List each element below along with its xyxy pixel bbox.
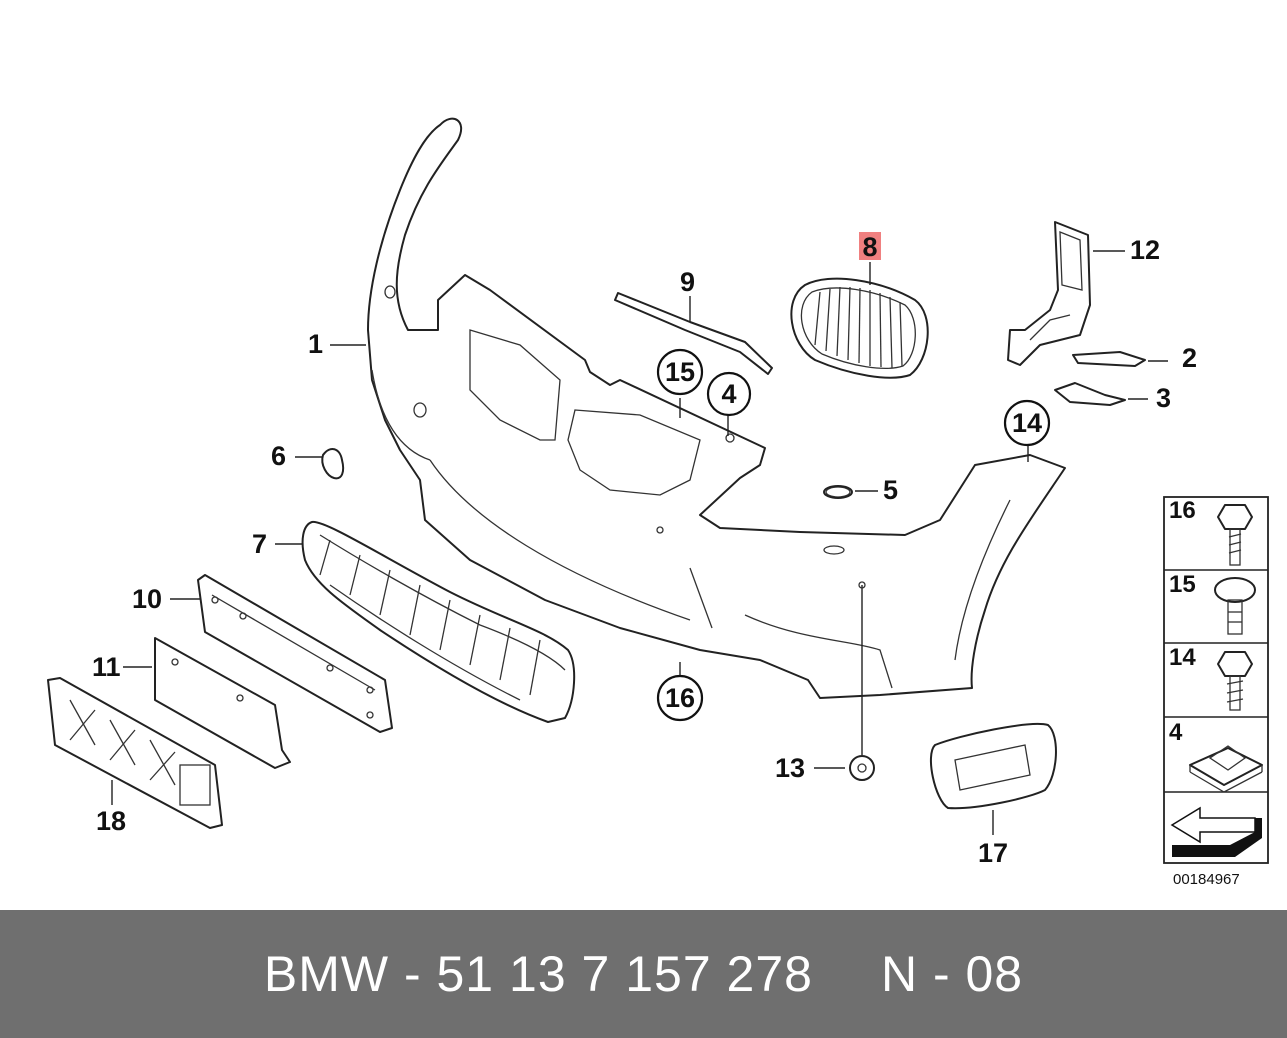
- variant-text: N - 08: [880, 946, 1024, 1002]
- callout-16: 16: [665, 683, 695, 713]
- callout-14: 14: [1012, 408, 1042, 438]
- callout-4: 4: [721, 379, 736, 409]
- license-plate-base-part: [197, 574, 393, 733]
- bracket-part-2: [1072, 351, 1146, 367]
- leader-lines: [111, 250, 1168, 835]
- callout-3: 3: [1156, 383, 1171, 413]
- parts-diagram: 1 2 3 4 5 6 7 8 9 10 11 12 13 14 15 16 1…: [47, 117, 1269, 888]
- callout-1: 1: [308, 329, 323, 359]
- callout-2: 2: [1182, 343, 1197, 373]
- direction-arrow-icon: [1170, 806, 1262, 857]
- callout-15: 15: [665, 357, 695, 387]
- callout-17: 17: [978, 838, 1008, 868]
- callout-5: 5: [883, 475, 898, 505]
- callout-10: 10: [132, 584, 162, 614]
- trim-strip-part: [614, 292, 773, 375]
- callout-18: 18: [96, 806, 126, 836]
- torx-screw-icon: [1214, 577, 1256, 635]
- plate-carrier-part: [154, 637, 291, 769]
- clip-part-13: [849, 581, 875, 781]
- callout-9: 9: [680, 267, 695, 297]
- callout-13: 13: [775, 753, 805, 783]
- cover-insert-part: [930, 723, 1057, 810]
- fastener-legend: 16 15 14 4: [1163, 496, 1269, 864]
- legend-label-4: 4: [1169, 719, 1183, 746]
- washer-cap-part: [823, 485, 853, 499]
- clip-nut-icon: [1189, 745, 1263, 793]
- self-tapping-screw-icon: [1217, 651, 1253, 711]
- mounting-bracket-part: [1007, 221, 1091, 366]
- callout-6: 6: [271, 441, 286, 471]
- callout-11: 11: [92, 652, 121, 682]
- part-number-caption: BMW - 51 13 7 157 278 N - 08: [0, 910, 1287, 1038]
- tow-eye-cap-part: [321, 448, 345, 480]
- drawing-number: 00184967: [1173, 871, 1240, 888]
- reinforcement-part: [47, 677, 223, 829]
- highlight-marker: [859, 232, 881, 260]
- hex-bolt-icon: [1217, 504, 1253, 566]
- legend-label-15: 15: [1169, 571, 1196, 598]
- legend-label-14: 14: [1169, 644, 1196, 671]
- bracket-part-3: [1054, 382, 1126, 406]
- kidney-grille-part: [790, 277, 929, 379]
- part-number-text: BMW - 51 13 7 157 278: [263, 946, 813, 1002]
- bumper-cover-part: [367, 117, 1066, 699]
- lower-grille-part: [301, 520, 576, 723]
- callout-12: 12: [1130, 235, 1160, 265]
- callout-7: 7: [252, 529, 267, 559]
- legend-label-16: 16: [1169, 497, 1196, 524]
- callout-8: 8: [862, 232, 877, 262]
